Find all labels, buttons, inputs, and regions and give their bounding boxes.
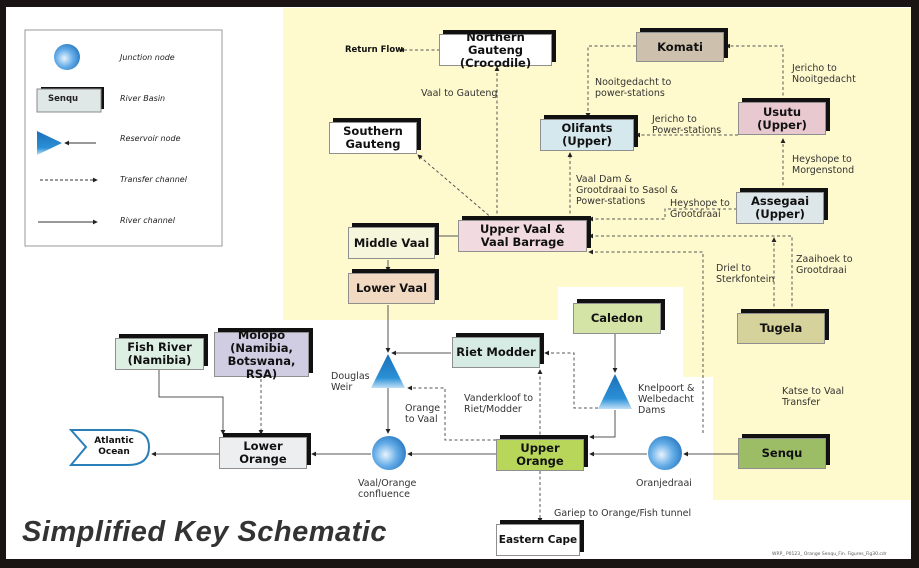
basin-label: Vaal Barrage	[480, 235, 565, 249]
junction-node-icon	[54, 44, 80, 70]
basin-label: Orange	[239, 452, 287, 466]
atlantic-ocean-shape	[68, 429, 151, 466]
vaal-orange-junction-icon	[372, 436, 406, 470]
basin-usutu[interactable]: Usutu(Upper)	[738, 102, 826, 135]
basin-label: (Upper)	[562, 134, 612, 148]
river-knelpoort-to-upper-orange	[589, 410, 616, 440]
vaal-dam-sasol-label: Vaal Dam &Grootdraai to Sasol &Power-sta…	[576, 174, 678, 207]
basin-label: Tugela	[759, 321, 803, 335]
basin-label: Upper	[520, 441, 560, 455]
file-reference: WRP_ P0123_ Orange Senqu_Fin. Figures_Fi…	[772, 552, 887, 557]
river-fish-to-lower-orange	[158, 370, 226, 435]
atlantic-line2: Ocean	[98, 447, 130, 457]
basin-label: Senqu	[761, 446, 803, 460]
basin-label: Assegaai	[750, 194, 810, 208]
oranjedraai-label: Oranjedraai	[636, 478, 692, 489]
basin-label: Middle Vaal	[353, 235, 430, 250]
basin-label: (Upper)	[757, 117, 807, 132]
basin-tugela[interactable]: Tugela	[737, 313, 825, 344]
basin-label: (Crocodile)	[459, 55, 532, 70]
basin-label: Riet Modder	[456, 345, 536, 359]
vaal-to-gauteng-label: Vaal to Gauteng	[421, 88, 498, 99]
basin-label: (Namibia,	[230, 340, 293, 355]
basin-assegaai[interactable]: Assegaai(Upper)	[736, 192, 824, 224]
transfer-orange-to-vaal	[407, 385, 496, 441]
page-title: Simplified Key Schematic	[22, 516, 387, 548]
return-flow-label: Return Flow	[345, 45, 404, 55]
basin-eastern-cape[interactable]: Eastern Cape	[496, 524, 580, 556]
basin-label: (Upper)	[755, 207, 805, 221]
transfer-heyshope-grootdraai	[588, 208, 737, 222]
transfer-nooitgedacht	[585, 45, 636, 118]
legend-sample-basin: Senqu	[48, 94, 79, 104]
knelpoort-reservoir-icon	[598, 374, 632, 409]
basin-label: Eastern Cape	[498, 533, 578, 546]
basin-senqu[interactable]: Senqu	[738, 438, 826, 469]
basin-label: Southern	[343, 124, 403, 138]
transfer-zaaihoek	[588, 233, 793, 312]
legend-label-river: River channel	[120, 216, 175, 225]
legend-label-transfer: Transfer channel	[120, 175, 187, 184]
basin-label: Caledon	[590, 311, 644, 325]
basin-molopo[interactable]: Molopo(Namibia,Botswana, RSA)	[214, 327, 309, 380]
basin-label: (Namibia)	[127, 353, 192, 367]
basin-label: Upper Vaal &	[479, 222, 566, 236]
gariep-label: Gariep to Orange/Fish tunnel	[554, 508, 692, 519]
basin-riet-modder[interactable]: Riet Modder	[452, 337, 540, 368]
basin-northern-gauteng[interactable]: Northern Gauteng(Crocodile)	[439, 29, 552, 69]
douglas-weir-reservoir-icon	[371, 354, 405, 388]
basin-label: Orange	[516, 454, 564, 468]
basin-lower-vaal[interactable]: Lower Vaal	[348, 273, 435, 304]
oranjedraai-junction-icon	[648, 436, 682, 470]
legend-label-reservoir: Reservoir node	[120, 134, 181, 143]
basin-label: Molopo	[237, 327, 286, 342]
basin-middle-vaal[interactable]: Middle Vaal	[348, 227, 435, 259]
legend-label-junction: Junction node	[120, 53, 175, 62]
basin-label: Komati	[657, 39, 703, 54]
basin-label: Olifants	[561, 121, 613, 135]
river-basin-icon	[36, 88, 102, 113]
basin-olifants[interactable]: Olifants(Upper)	[540, 119, 634, 151]
basin-upper-vaal[interactable]: Upper Vaal &Vaal Barrage	[458, 220, 587, 252]
transfer-knelpoort-riet	[544, 350, 598, 409]
basin-label: Gauteng	[345, 137, 401, 151]
basin-komati[interactable]: Komati	[636, 32, 724, 62]
basin-label: Lower Vaal	[355, 281, 428, 295]
basin-label: Lower	[243, 439, 283, 453]
basin-fish-river[interactable]: Fish River(Namibia)	[115, 338, 204, 370]
basin-caledon[interactable]: Caledon	[573, 303, 661, 334]
transfer-jericho-nooitgedacht	[725, 43, 784, 101]
reservoir-node-icon	[37, 131, 62, 155]
basin-label: Fish River	[127, 340, 192, 354]
basin-label: Botswana, RSA)	[227, 353, 296, 381]
atlantic-line1: Atlantic	[94, 436, 134, 446]
basin-label: Usutu	[762, 104, 802, 119]
legend-label-basin: River Basin	[120, 94, 166, 103]
atlantic-ocean-label: Atlantic Ocean	[92, 436, 136, 458]
basin-label: Northern Gauteng	[466, 29, 525, 57]
